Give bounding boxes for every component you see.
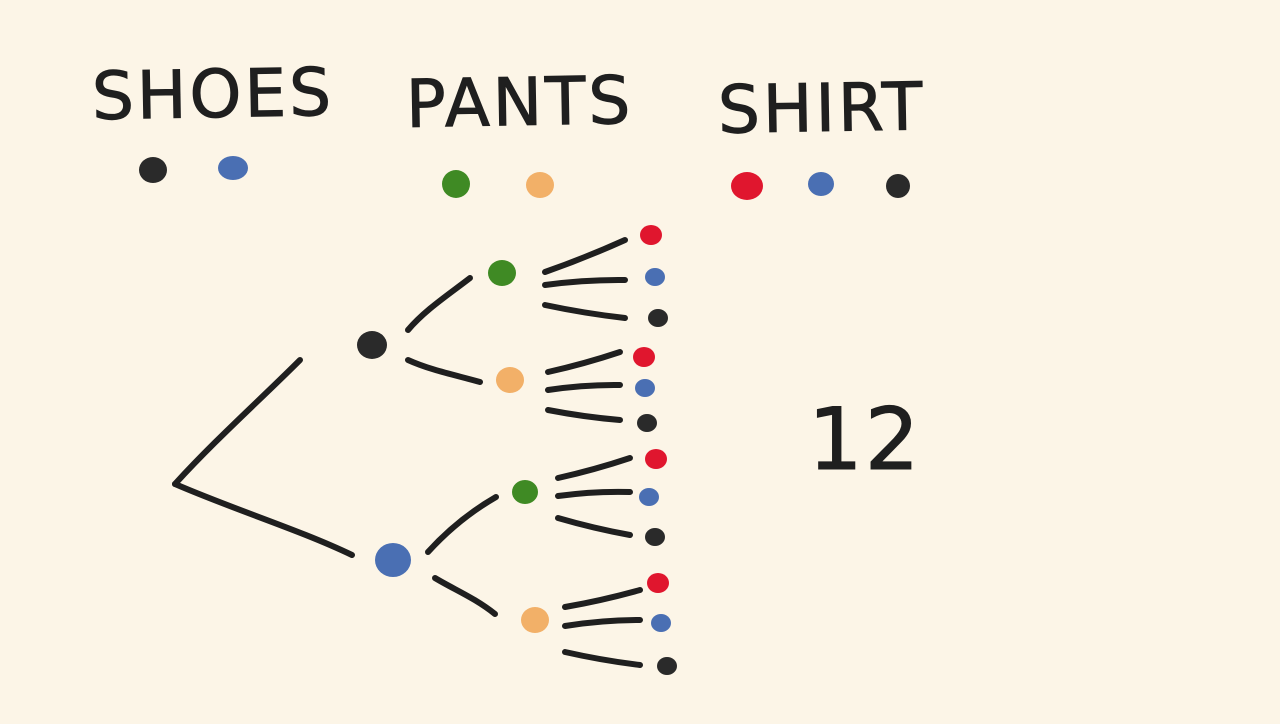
pants-node-green-2	[512, 480, 538, 504]
shirt-branch-group-4-3	[562, 649, 643, 668]
root-branch-upper	[172, 357, 303, 487]
branch-black-to-green	[405, 275, 473, 333]
shirt-leaf-black-12	[657, 657, 677, 675]
branch-blue-to-green	[425, 494, 499, 555]
shirt-leaf-blue-5	[635, 379, 655, 397]
shirt-branch-group-1-2	[542, 276, 628, 288]
shirt-leaf-blue-11	[651, 614, 671, 632]
total-count: 12	[807, 390, 922, 491]
shoes-heading: SHOES	[91, 53, 335, 136]
pants-node-orange-1	[496, 367, 524, 393]
shirt-leaf-red-10	[647, 573, 669, 593]
shirt-branch-group-4-2	[562, 617, 643, 629]
shirt-leaf-blue-2	[645, 268, 665, 286]
shirt-option-black-dot	[886, 174, 910, 198]
shirt-branch-group-3-2	[555, 488, 633, 499]
shoe-node-blue	[375, 543, 411, 577]
pants-node-orange-2	[521, 607, 549, 633]
shoes-option-black-dot	[139, 157, 167, 183]
shirt-branch-group-1-1	[542, 237, 628, 275]
shirt-branch-group-4-1	[562, 587, 643, 610]
branch-blue-to-orange	[432, 575, 498, 617]
shirt-branch-group-2-1	[545, 349, 623, 375]
shirt-branch-group-2-3	[545, 407, 623, 423]
shirt-leaf-blue-8	[639, 488, 659, 506]
shirt-leaf-red-4	[633, 347, 655, 367]
shirt-option-blue-dot	[808, 172, 834, 196]
shirt-leaf-black-3	[648, 309, 668, 327]
shirt-leaf-red-7	[645, 449, 667, 469]
pants-option-green-dot	[442, 170, 470, 198]
branch-black-to-orange	[405, 357, 483, 385]
shirt-leaf-black-6	[637, 414, 657, 432]
shirt-heading: SHIRT	[717, 68, 927, 150]
shirt-leaf-black-9	[645, 528, 665, 546]
shirt-leaf-red-1	[640, 225, 662, 245]
shoes-option-blue-dot	[218, 156, 248, 180]
shirt-branch-group-3-3	[555, 515, 633, 538]
shirt-branch-group-2-2	[545, 381, 623, 393]
root-branch-lower	[172, 481, 355, 558]
shirt-branch-group-1-3	[542, 302, 628, 321]
shirt-option-red-dot	[731, 172, 763, 200]
shirt-branch-group-3-1	[555, 455, 633, 481]
shoe-node-black	[357, 331, 387, 359]
pants-option-orange-dot	[526, 172, 554, 198]
pants-heading: PANTS	[405, 62, 635, 144]
pants-node-green-1	[488, 260, 516, 286]
